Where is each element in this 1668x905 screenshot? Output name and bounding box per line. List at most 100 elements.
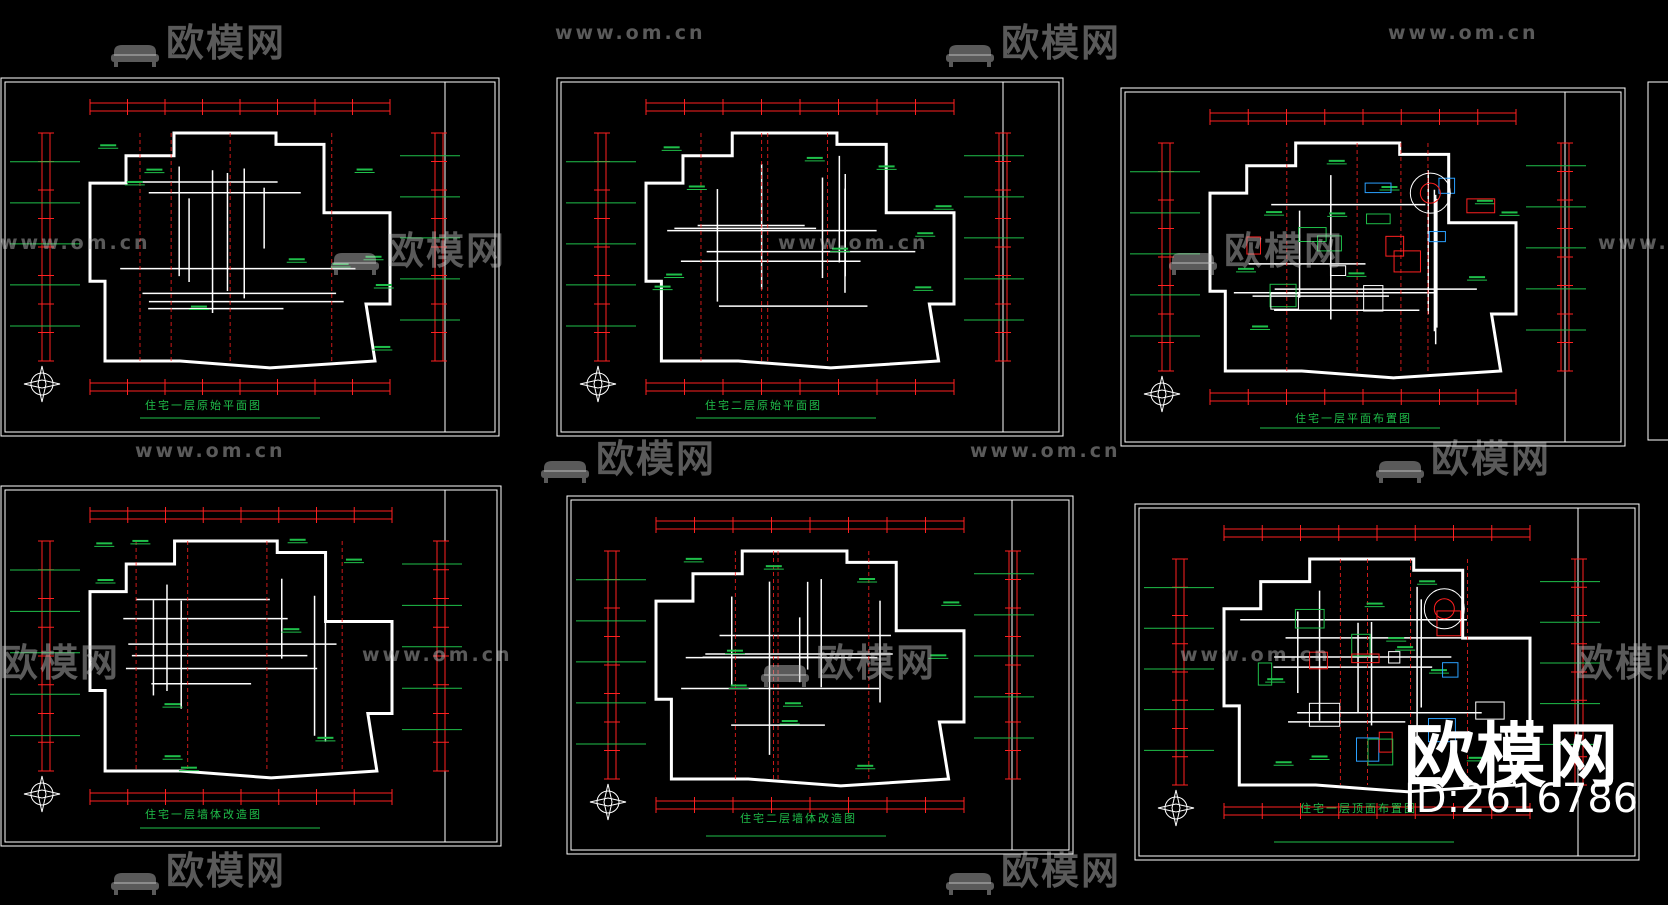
- furniture-block: [1428, 231, 1446, 243]
- sheet-frame-inner: [1124, 91, 1622, 443]
- watermark-brand: 欧模网: [110, 840, 286, 895]
- furniture-block: [1436, 610, 1462, 637]
- ceiling-feature: [1409, 172, 1451, 214]
- model-id: ID:2616786: [1404, 776, 1639, 822]
- sofa-logo-icon: [760, 653, 810, 687]
- ceiling-feature: [1423, 588, 1465, 630]
- annotation-label: [132, 539, 149, 542]
- furniture-block: [1294, 608, 1325, 629]
- furniture-block: [1308, 702, 1341, 727]
- annotation-label: [666, 273, 683, 276]
- ceiling-feature: [1433, 598, 1455, 620]
- annotation-label: [1381, 186, 1398, 189]
- sofa-logo-icon: [330, 241, 380, 275]
- annotation-label: [688, 185, 705, 188]
- annotation-label: [663, 146, 680, 149]
- annotation-label: [375, 283, 392, 286]
- annotation-label: [685, 557, 702, 560]
- furniture-block: [1317, 235, 1342, 252]
- sheet-frame-inner: [1138, 507, 1636, 857]
- furniture-block: [1329, 265, 1347, 277]
- watermark-url: www.om.cn: [1388, 22, 1539, 44]
- annotation-label: [289, 538, 306, 541]
- compass-icon: [30, 782, 54, 806]
- furniture-block: [1246, 236, 1262, 255]
- furniture-block: [1393, 250, 1421, 273]
- furniture-block: [1269, 283, 1297, 308]
- annotation-label: [1419, 580, 1436, 583]
- annotation-label: [317, 736, 334, 739]
- watermark-brand: 欧模网: [760, 632, 936, 687]
- furniture-block: [1466, 198, 1496, 214]
- ceiling-feature: [1419, 182, 1441, 204]
- watermark-brand: 欧模网: [110, 12, 286, 67]
- sheet-frame-outer: [1134, 503, 1640, 861]
- compass-needle: [579, 379, 617, 389]
- exterior-wall: [88, 131, 392, 370]
- annotation-label: [726, 649, 743, 652]
- sheet-frame-inner: [4, 81, 496, 433]
- sheet-frame-outer: [0, 77, 500, 437]
- watermark-url: www.om.cn: [778, 232, 929, 254]
- annotation-label: [1388, 637, 1405, 640]
- watermark-url: www.om.cn: [0, 232, 151, 254]
- annotation-label: [784, 702, 801, 705]
- annotation-label: [356, 168, 373, 171]
- annotation-label: [164, 755, 181, 758]
- annotation-label: [1266, 211, 1283, 214]
- sheet-frame-inner: [560, 81, 1060, 433]
- annotation-label: [915, 286, 932, 289]
- exterior-wall: [88, 539, 394, 780]
- compass-needle: [603, 783, 613, 821]
- watermark-brand: 欧模网: [945, 12, 1121, 67]
- sheet-frame-inner: [4, 489, 498, 843]
- annotation-label: [781, 720, 798, 723]
- furniture-block: [1309, 651, 1328, 670]
- furniture-block: [1364, 182, 1392, 194]
- cad-drawings: [0, 77, 1668, 861]
- furniture-block: [1351, 633, 1371, 657]
- sheet-title-1: 住宅一层原始平面图: [145, 399, 262, 412]
- compass-icon: [596, 790, 620, 814]
- annotation-label: [126, 180, 143, 183]
- sofa-logo-icon: [540, 449, 590, 483]
- compass-needle: [23, 379, 61, 389]
- furniture-block: [1298, 227, 1327, 243]
- compass-needle: [23, 789, 61, 799]
- compass-needle: [1143, 389, 1181, 399]
- watermark-url: www.om.cn: [555, 22, 706, 44]
- sheet-frame-outer: [0, 485, 502, 847]
- annotation-label: [180, 766, 197, 769]
- annotation-label: [806, 156, 823, 159]
- compass-icon: [586, 372, 610, 396]
- watermark-brand: 欧模网: [1575, 641, 1668, 685]
- furniture-block: [1475, 701, 1505, 720]
- furniture-block: [1366, 213, 1391, 225]
- annotation-label: [930, 654, 947, 657]
- annotation-label: [1329, 212, 1346, 215]
- compass-needle: [1171, 789, 1181, 827]
- furniture-block: [1442, 662, 1459, 678]
- furniture-block: [1270, 293, 1299, 310]
- annotation-label: [878, 165, 895, 168]
- annotation-label: [96, 542, 113, 545]
- annotation-label: [365, 255, 382, 258]
- annotation-label: [1366, 602, 1383, 605]
- furniture-block: [1378, 731, 1393, 753]
- annotation-label: [1267, 678, 1284, 681]
- annotation-label: [859, 578, 876, 581]
- annotation-label: [857, 764, 874, 767]
- compass-icon: [30, 372, 54, 396]
- annotation-label: [1468, 756, 1485, 759]
- annotation-label: [164, 703, 181, 706]
- sheet-title-6: 住宅一层顶面布置图: [1300, 802, 1417, 815]
- cad-preview-canvas: [0, 77, 1668, 861]
- annotation-label: [1275, 761, 1292, 764]
- annotation-label: [943, 601, 960, 604]
- compass-icon: [1164, 796, 1188, 820]
- annotation-label: [935, 205, 952, 208]
- annotation-label: [1348, 272, 1365, 275]
- sheet-title-4: 住宅一层墙体改造图: [145, 808, 262, 821]
- compass-needle: [1157, 803, 1195, 813]
- compass-needle: [37, 365, 47, 403]
